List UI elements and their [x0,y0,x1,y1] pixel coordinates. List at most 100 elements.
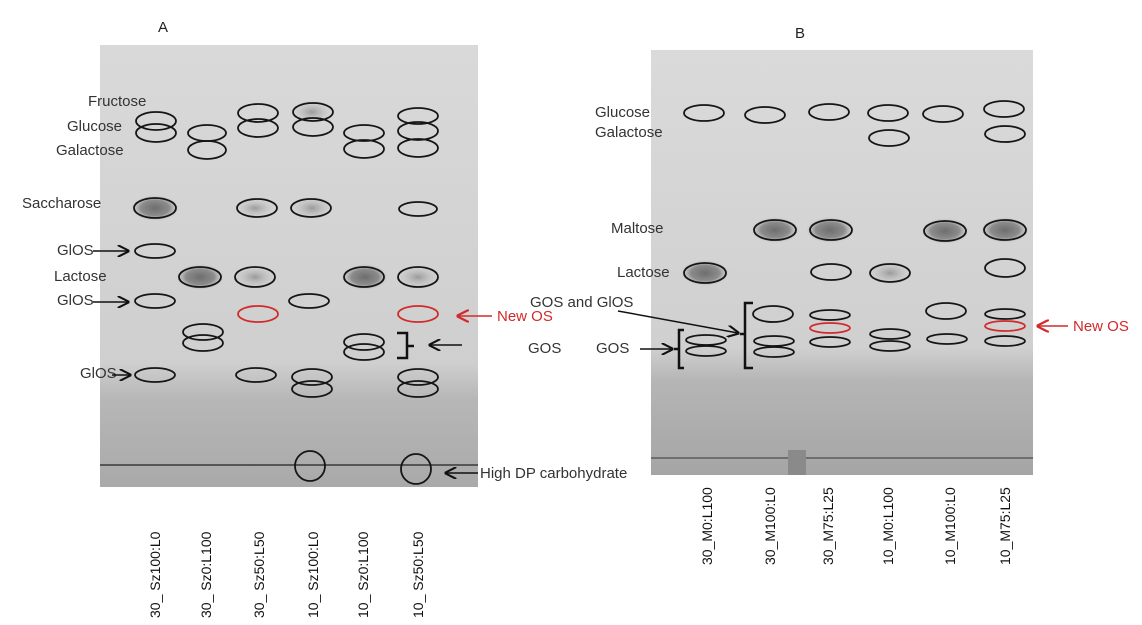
spot [810,263,852,281]
spot [397,121,439,141]
spot [925,302,967,320]
spot [752,305,794,323]
lane-a1-spots [133,111,177,383]
high-dp-spot [400,453,432,485]
spot [187,140,227,160]
spot [808,103,850,121]
spot [290,198,332,218]
label-lactose: Lactose [54,268,107,285]
bracket-b-left [674,328,684,370]
lane-b3-spots [808,103,853,348]
spot [133,197,177,219]
spot [397,266,439,288]
spot [182,323,224,341]
spot [237,103,279,123]
plate-mark [788,450,806,475]
label-new-os-b: New OS [1073,318,1129,335]
lane-b2-spots [744,106,797,358]
lane-a5-spots [343,124,385,361]
spot [398,201,438,217]
lane-label-a2: 30_ Sz0:L100 [198,531,214,618]
lane-a4-spots [288,102,334,482]
label-fructose: Fructose [88,93,146,110]
spot [868,129,910,147]
lane-a3-spots [234,103,279,383]
spot [397,138,439,158]
spot [291,380,333,398]
spot [923,220,967,242]
spot [134,243,176,259]
spot [135,111,177,131]
spot [343,124,385,142]
spot [685,334,727,346]
lane-label-b3: 30_M75:L25 [820,487,836,565]
spot [809,336,851,348]
label-glos-3: GlOS [80,365,117,382]
spot [134,293,176,309]
spot [984,125,1026,143]
lane-label-a5: 10_ Sz0:L100 [355,531,371,618]
high-dp-spot [294,450,326,482]
lane-label-a3: 30_ Sz50:L50 [251,531,267,618]
label-galactose: Galactose [56,142,124,159]
spot [237,118,279,138]
spot [867,104,909,122]
panel-a-letter: A [158,19,168,36]
lane-label-b2: 30_M100:L0 [762,487,778,565]
panel-b: B [528,25,1129,565]
new-os-spot [809,322,851,334]
spot [869,263,911,283]
lane-labels-a: 30_ Sz100:L0 30_ Sz0:L100 30_ Sz50:L50 1… [147,531,426,618]
label-gos-b-right: GOS [596,340,629,357]
lane-a6-spots [397,107,439,485]
spot [869,328,911,340]
spot [983,100,1025,118]
spot [343,266,385,288]
spot [809,219,853,241]
spot [984,335,1026,347]
spot [744,106,786,124]
spot [236,198,278,218]
spot [984,258,1026,278]
spot [292,102,334,122]
spot [922,105,964,123]
lane-b1-spots [683,104,727,357]
label-glucose: Glucose [67,118,122,135]
spot [397,368,439,386]
lane-label-a4: 10_ Sz100:L0 [305,531,321,618]
spot [984,308,1026,320]
lane-label-a1: 30_ Sz100:L0 [147,531,163,618]
spot [983,219,1027,241]
lane-b5-spots [922,105,968,345]
arrow-gos-and-glos [617,310,738,333]
spot [235,367,277,383]
spot [288,293,330,309]
label-high-dp: High DP carbohydrate [480,465,627,482]
spot [753,335,795,347]
lane-labels-b: 30_M0:L100 30_M100:L0 30_M75:L25 10_M0:L… [699,487,1013,565]
spot-shading-b [681,217,1029,286]
spot [397,107,439,125]
spot [178,266,222,288]
lane-label-b5: 10_M100:L0 [942,487,958,565]
spot [869,340,911,352]
lane-b6-spots [983,100,1027,347]
bracket-b-right [740,301,753,370]
spot [343,333,385,351]
spot [135,123,177,143]
label-lactose-b: Lactose [617,264,670,281]
new-os-spot [397,305,439,323]
label-maltose-b: Maltose [611,220,664,237]
bracket-a [397,331,414,360]
spot [683,262,727,284]
label-gos-b-left: GOS [528,340,561,357]
new-os-spot [984,320,1026,332]
spot [753,219,797,241]
spot [753,346,795,358]
spot [685,345,727,357]
label-glos-2: GlOS [57,292,94,309]
new-os-spot [237,305,279,323]
label-glos-1: GlOS [57,242,94,259]
lane-a2-spots [178,124,227,352]
